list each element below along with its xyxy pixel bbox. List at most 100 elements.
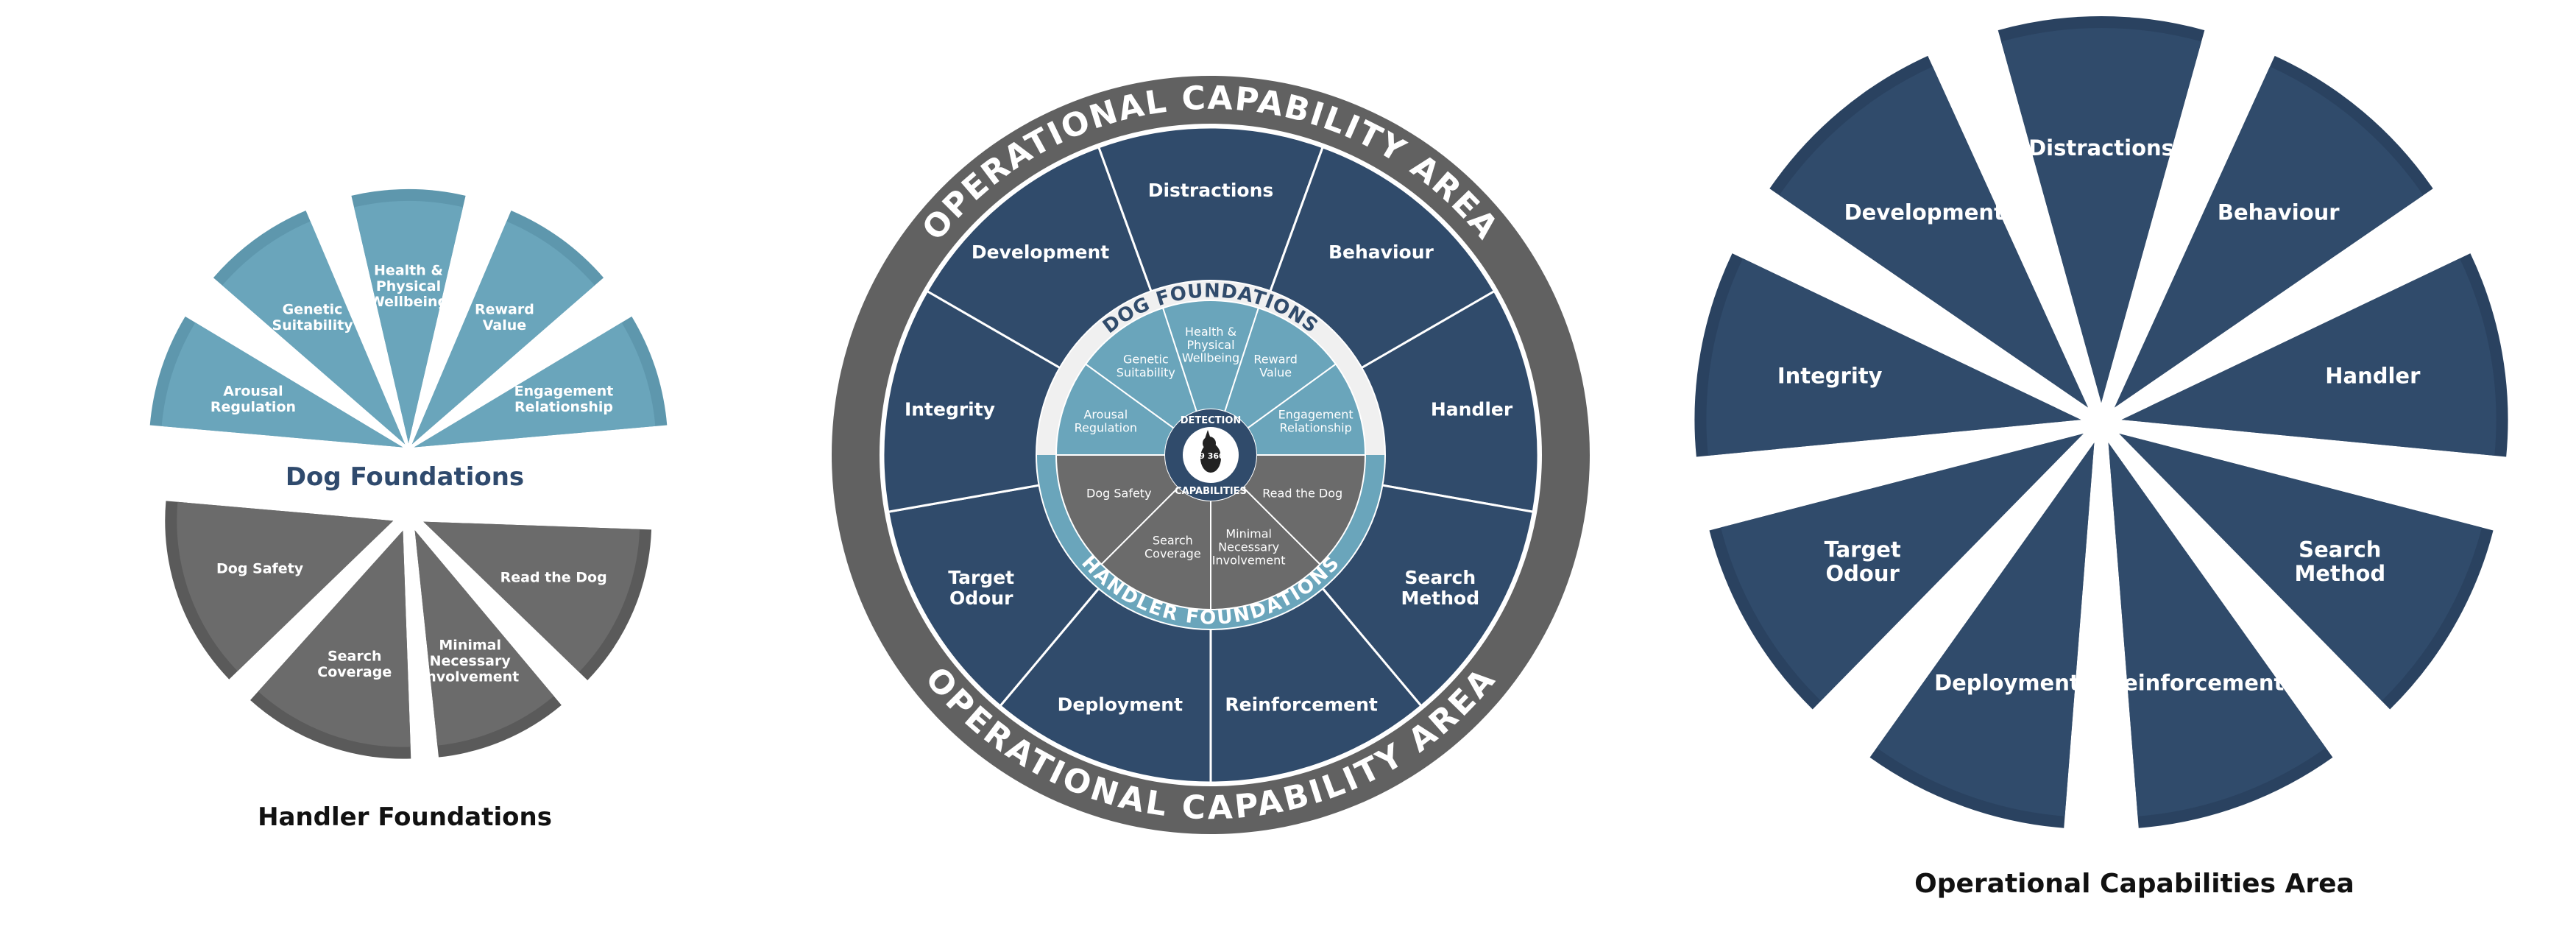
label-line: Arousal <box>223 384 283 400</box>
handler-segment-read-the-dog-face <box>423 521 640 672</box>
operational-segment-behaviour: Behaviour <box>2114 55 2433 408</box>
operational-segment-integrity-label: Integrity <box>1777 363 1883 388</box>
operational-segment-deployment-label: Deployment <box>1934 670 2080 695</box>
label-line: Engagement <box>1278 407 1354 421</box>
wheel-operational-behaviour-label: Behaviour <box>1328 241 1434 263</box>
label-line: Search <box>328 648 382 664</box>
label-line: Odour <box>949 588 1013 609</box>
label-line: Value <box>483 317 526 334</box>
label-line: Reinforcement <box>2107 670 2285 695</box>
label-line: Engagement <box>514 384 614 400</box>
wheel-handler-dog-safety-label: Dog Safety <box>1086 486 1152 500</box>
label-line: Deployment <box>1058 694 1183 715</box>
operational-capabilities-exploded-chart: Integrity Development DistractionsBehaviou… <box>1694 16 2508 828</box>
handler-segment-dog-safety: Dog Safety <box>165 501 394 680</box>
label-line: Necessary <box>1218 540 1279 554</box>
operational-segment-handler-face <box>2121 258 2497 456</box>
operational-segment-integrity: Integrity <box>1694 253 2081 457</box>
wheel-operational-handler-label: Handler <box>1431 398 1513 420</box>
operational-segment-behaviour-face <box>2114 66 2424 408</box>
label-line: Coverage <box>317 664 392 680</box>
label-line: Health & <box>1185 325 1236 339</box>
operational-segment-behaviour-label: Behaviour <box>2218 200 2340 225</box>
operational-segment-integrity-face <box>1706 258 2081 456</box>
hub-logo-text: K9 360° <box>1193 451 1228 461</box>
hub-bottom-text: CAPABILITIES <box>1175 486 1247 497</box>
operational-segment-reinforcement-label: Reinforcement <box>2107 670 2285 695</box>
wheel-handler-read-the-dog-label: Read the Dog <box>1262 486 1342 500</box>
operational-segment-deployment: Deployment <box>1869 442 2095 828</box>
operational-segment-development-label: Development <box>1844 200 2004 225</box>
label-line: Deployment <box>1934 670 2080 695</box>
label-line: Odour <box>1826 561 1900 586</box>
wheel-operational-integrity-label: Integrity <box>905 398 995 420</box>
wheel-operational-deployment-label: Deployment <box>1058 694 1183 715</box>
label-line: Search <box>2299 537 2381 562</box>
label-line: Wellbeing <box>369 294 447 310</box>
label-line: Integrity <box>1777 363 1883 388</box>
hub-top-text: DETECTION <box>1181 415 1242 426</box>
operational-segment-distractions-face <box>2000 27 2202 403</box>
label-line: Method <box>2294 561 2385 586</box>
dog-logo-icon <box>1200 430 1221 473</box>
operational-segment-deployment-face <box>1876 442 2095 816</box>
label-line: Regulation <box>210 399 296 415</box>
wheel-operational-reinforcement-label: Reinforcement <box>1225 694 1378 715</box>
label-line: Development <box>972 241 1109 263</box>
label-line: Target <box>948 567 1014 588</box>
operational-capabilities-caption: Operational Capabilities Area <box>1914 869 2354 899</box>
label-line: Regulation <box>1075 420 1137 434</box>
operational-segment-reinforcement-face <box>2108 442 2326 816</box>
operational-segment-search-method-face <box>2119 434 2483 702</box>
label-line: Dog Safety <box>1086 486 1152 500</box>
label-line: Value <box>1259 365 1292 379</box>
label-line: Method <box>1401 588 1479 609</box>
label-line: Behaviour <box>2218 200 2340 225</box>
handler-foundations-caption: Handler Foundations <box>258 802 552 832</box>
label-line: Necessary <box>430 653 512 669</box>
label-line: Search <box>1404 567 1476 588</box>
label-line: Involvement <box>421 668 519 685</box>
label-line: Minimal <box>439 638 501 654</box>
label-line: Read the Dog <box>500 570 607 586</box>
label-line: Physical <box>376 278 441 294</box>
handler-band <box>1037 455 1384 629</box>
dog-segment-engagement-relationship-face <box>414 322 656 448</box>
label-line: Handler <box>1431 398 1513 420</box>
label-line: Handler <box>2325 363 2421 388</box>
dog-segment-health-and-physical-wellbeing-face <box>353 201 464 443</box>
label-line: Reinforcement <box>1225 694 1378 715</box>
dog-foundations-caption: Dog Foundations <box>285 462 525 492</box>
handler-segment-minimal-necessary-involvement-face <box>414 530 554 746</box>
label-line: Read the Dog <box>1262 486 1342 500</box>
label-line: Suitability <box>1117 365 1175 379</box>
operational-segment-distractions-label: Distractions <box>2028 135 2174 160</box>
label-line: Wellbeing <box>1182 351 1239 365</box>
label-line: Relationship <box>514 399 613 415</box>
label-line: Distractions <box>2028 135 2174 160</box>
label-line: Genetic <box>283 302 343 318</box>
handler-segment-dog-safety-face <box>177 501 394 671</box>
dog-segment-reward-value-face <box>411 221 595 445</box>
label-line: Physical <box>1186 338 1234 352</box>
